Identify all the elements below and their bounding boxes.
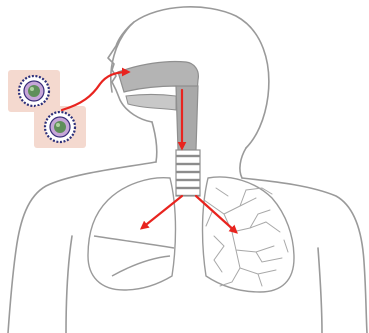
- upper-airway: [118, 61, 198, 150]
- arm-line-right: [318, 248, 322, 333]
- right-lung: [203, 177, 295, 292]
- neck-outline-left: [152, 122, 157, 162]
- pharynx: [176, 86, 198, 150]
- virus-particle-icon: [8, 70, 60, 112]
- left-lung: [88, 178, 176, 290]
- trachea-tube: [176, 150, 200, 196]
- trachea: [176, 150, 200, 196]
- arm-line-left: [66, 236, 72, 333]
- oral-cavity: [126, 95, 176, 111]
- virus-cluster: [8, 70, 86, 148]
- neck-outline-right: [240, 148, 246, 178]
- virus-particle-icon: [34, 106, 86, 148]
- virus-inhalation-arrow: [62, 72, 128, 110]
